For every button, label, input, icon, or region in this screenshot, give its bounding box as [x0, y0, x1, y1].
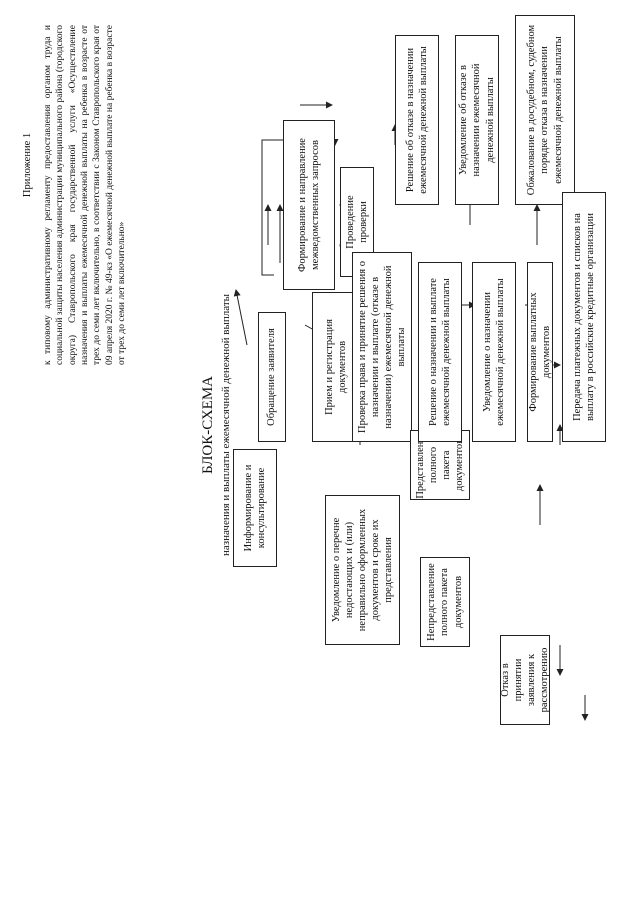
box-decision-refuse: Решение об отказе в назначении ежемесячн… — [395, 35, 439, 205]
box-appeal-refuse: Обжалование в досудебном, судебном поряд… — [515, 15, 575, 205]
box-notify-missing: Уведомление о перечне недостающих и (или… — [325, 495, 400, 645]
box-no-full-package: Непредставление полного пакета документо… — [420, 557, 470, 647]
box-appeal: Обращение заявителя — [258, 312, 286, 442]
box-notify-assign: Уведомление о назначении ежемесячной ден… — [472, 262, 516, 442]
box-interagency: Формирование и направление межведомствен… — [283, 120, 335, 290]
box-decision-assign: Решение о назначении и выплате ежемесячн… — [418, 262, 462, 442]
box-info: Информирование и консультирование — [233, 449, 277, 567]
box-payment-docs: Формирование выплатных документов — [527, 262, 553, 442]
box-transfer-docs: Передача платежных документов и списков … — [562, 192, 606, 442]
box-verification: Проверка права и принятие решения о назн… — [352, 252, 412, 442]
box-notify-refuse: Уведомление об отказе в назначении ежеме… — [455, 35, 499, 205]
box-refusal-accept: Отказ в принятии заявления к рассмотрени… — [500, 635, 550, 725]
